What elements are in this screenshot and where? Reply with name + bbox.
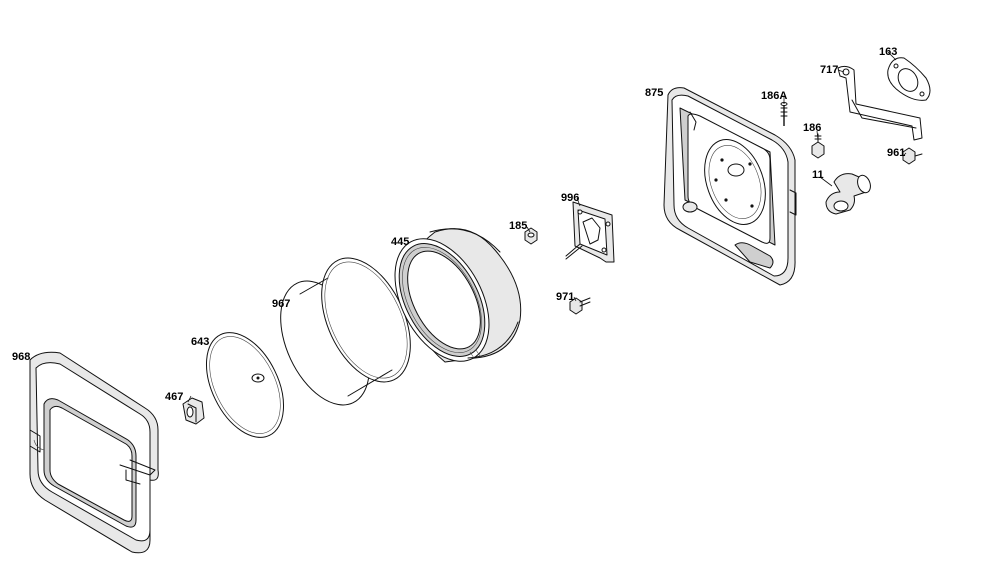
part-11-elbow-tube [825, 173, 871, 215]
part-875-air-cleaner-base [663, 87, 797, 286]
part-971-screw [569, 297, 591, 315]
part-996-bracket [565, 201, 615, 263]
label-961: 961 [887, 147, 905, 159]
label-163: 163 [879, 46, 897, 58]
label-967: 967 [272, 298, 290, 310]
part-445-air-filter [394, 228, 522, 363]
part-467-wing-nut [182, 397, 205, 425]
label-186a: 186A [761, 90, 787, 102]
label-971: 971 [556, 291, 574, 303]
part-185-nut [524, 227, 538, 245]
label-445: 445 [391, 236, 409, 248]
label-968: 968 [12, 351, 30, 363]
label-717: 717 [820, 64, 838, 76]
label-186: 186 [803, 122, 821, 134]
leader-lines [187, 51, 907, 403]
label-185: 185 [509, 220, 527, 232]
part-163-gasket [887, 57, 931, 101]
part-717-bracket-strap [837, 65, 923, 141]
part-967-foam-prefilter [280, 257, 411, 406]
part-186a-stud [780, 102, 788, 126]
part-968-air-cleaner-cover [29, 351, 159, 554]
label-875: 875 [645, 87, 663, 99]
part-961-nut [902, 147, 923, 165]
part-643-precleaner-disc [205, 332, 285, 438]
label-11: 11 [812, 169, 824, 181]
part-labels: 968 467 643 967 445 185 971 996 875 186A… [12, 46, 905, 403]
label-996: 996 [561, 192, 579, 204]
label-643: 643 [191, 336, 209, 348]
label-467: 467 [165, 391, 183, 403]
